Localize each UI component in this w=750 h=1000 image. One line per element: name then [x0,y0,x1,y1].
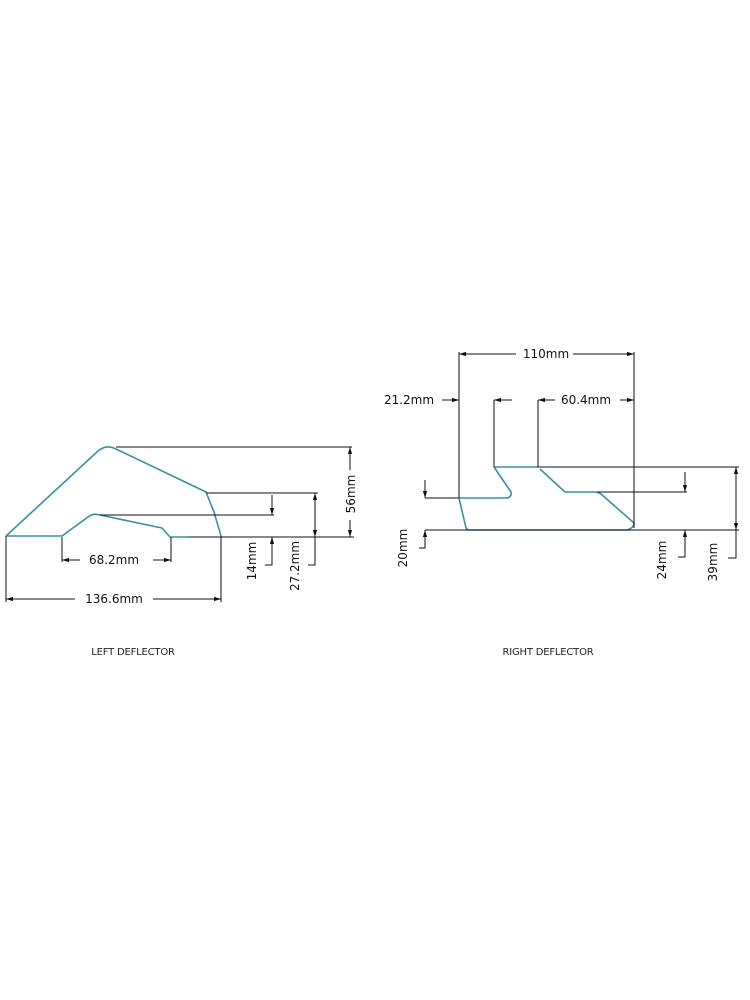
left-deflector-caption: LEFT DEFLECTOR [91,647,175,658]
dim-39: 39mm [706,543,720,582]
dim-136-6: 136.6mm [85,592,143,606]
right-deflector: 110mm 21.2mm 60.4mm 20mm 24mm 39mm RIGHT… [384,347,739,658]
dim-20: 20mm [396,529,410,568]
left-deflector: 68.2mm 136.6mm 14mm 27.2mm 56mm LEFT DEF… [5,446,358,658]
dim-21-2: 21.2mm [384,393,434,407]
dim-60-4: 60.4mm [561,393,611,407]
dim-27-2: 27.2mm [288,541,302,591]
dim-14: 14mm [245,542,259,581]
dim-24: 24mm [655,541,669,580]
right-deflector-caption: RIGHT DEFLECTOR [502,647,593,658]
dim-56: 56mm [344,475,358,514]
dim-110: 110mm [523,347,569,361]
right-deflector-outline [458,466,635,531]
left-deflector-outline [5,446,222,538]
left-dimension-lines [5,446,354,602]
dim-68-2: 68.2mm [89,553,139,567]
right-dimension-lines [419,351,739,559]
